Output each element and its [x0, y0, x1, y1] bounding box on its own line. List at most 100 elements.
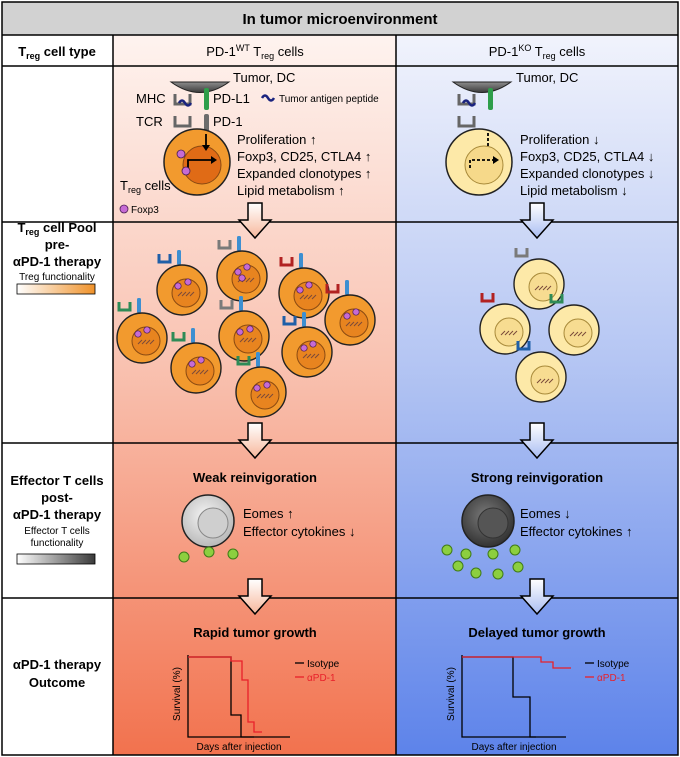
treg-functionality-gradient	[16, 283, 96, 295]
ko-mhc-molecule	[457, 94, 476, 106]
foxp3-dot	[184, 278, 192, 286]
ko-reinvigoration-title: Strong reinvigoration	[471, 470, 603, 485]
ko-plot-ylabel: Survival (%)	[446, 667, 457, 721]
ko-effector-nucleus	[477, 507, 509, 539]
wt-signal-arrowhead	[202, 145, 210, 151]
foxp3-legend-label: Foxp3	[131, 205, 159, 216]
effector-functionality-label1: Effector T cells	[24, 526, 90, 537]
effector-row-label-line1: Effector T cells	[10, 473, 103, 488]
wt-tcr-molecule	[173, 116, 192, 128]
outcome-row-label-line1: αPD-1 therapy	[13, 657, 102, 672]
wt-down-arrow-1	[237, 202, 273, 240]
foxp3-dot	[300, 344, 308, 352]
ko-plot-xlabel: Days after injection	[471, 742, 556, 753]
dna-strand	[299, 294, 317, 300]
wt-effect-clonotypes: Expanded clonotypes ↑	[237, 166, 371, 181]
wt-down-arrow-2	[237, 422, 273, 460]
ko-effect-clonotypes: Expanded clonotypes ↓	[520, 166, 654, 181]
ko-cytokine-dot	[487, 548, 499, 560]
dna-strand	[534, 285, 552, 291]
tcr-molecule	[325, 284, 340, 294]
wt-pd1-label: PD-1	[213, 114, 243, 129]
tcr-molecule	[219, 300, 234, 310]
wt-pool-treg-cell	[116, 298, 168, 364]
ko-antigen-peptide	[461, 99, 477, 107]
pd1-receptor	[177, 250, 181, 265]
tcr-molecule	[217, 240, 232, 250]
ko-pdl1-bar	[488, 88, 493, 110]
header-title: In tumor microenvironment	[242, 11, 437, 28]
ko-treg-pool	[479, 248, 600, 403]
ko-legend-apd1: αPD-1	[597, 673, 626, 684]
wt-reinvigoration-title: Weak reinvigoration	[193, 470, 317, 485]
wt-effect-proliferation: Proliferation ↑	[237, 132, 316, 147]
pd1-receptor	[137, 298, 141, 313]
wt-cytokine-dot	[178, 551, 190, 563]
effector-functionality-label2: functionality	[31, 538, 84, 549]
ko-outcome-title: Delayed tumor growth	[468, 625, 605, 640]
effector-row-label-line3: αPD-1 therapy	[13, 507, 102, 522]
ko-cytokine-dot	[441, 544, 453, 556]
effector-functionality-gradient	[16, 553, 96, 565]
wt-pool-treg-cell	[218, 296, 270, 362]
tcr-molecule	[516, 341, 531, 351]
tcr-molecule	[117, 302, 132, 312]
ko-transcription-arrowhead	[493, 156, 499, 164]
wt-cytokine-dot	[227, 548, 239, 560]
ko-pool-treg-cell	[515, 341, 567, 403]
ko-cytokine-dot	[509, 544, 521, 556]
pool-row-label-line1: Treg cell Pool	[17, 220, 96, 237]
dna-strand	[191, 369, 209, 375]
ko-effect-proliferation: Proliferation ↓	[520, 132, 599, 147]
ko-marker-eomes: Eomes ↓	[520, 506, 571, 521]
wt-transcription-arrow	[187, 159, 213, 168]
foxp3-dot	[343, 312, 351, 320]
ko-transcription-arrow	[469, 159, 494, 168]
wt-plot-ylabel: Survival (%)	[172, 667, 183, 721]
dna-strand	[569, 331, 587, 337]
treg-functionality-label: Treg functionality	[19, 272, 95, 283]
foxp3-dot	[309, 340, 317, 348]
pd1-receptor	[345, 280, 349, 295]
effector-row-label-line2: post-	[41, 490, 73, 505]
treg-cell-nucleus	[494, 317, 524, 347]
antigen-legend-icon	[260, 94, 276, 102]
ko-curve-apd1	[462, 656, 571, 669]
ko-cytokine-dot	[452, 560, 464, 572]
wt-cytokine-dots	[178, 546, 239, 563]
ko-pool-treg-cell	[548, 294, 600, 356]
wt-treg-label: Treg cells	[120, 178, 171, 195]
wt-pool-treg-cell	[324, 280, 376, 346]
pd1-receptor	[237, 236, 241, 251]
ko-down-arrow-3	[519, 578, 555, 616]
wt-pool-treg-cell	[156, 250, 208, 316]
header-bar	[2, 2, 678, 35]
wt-curve-apd1	[188, 656, 262, 733]
wt-mhc-label: MHC	[136, 91, 166, 106]
antigen-legend-label: Tumor antigen peptide	[279, 94, 379, 105]
ko-down-arrow-1	[519, 202, 555, 240]
foxp3-dot	[263, 381, 271, 389]
foxp3-dot	[246, 325, 254, 333]
wt-tcr-label: TCR	[136, 114, 163, 129]
treg-cell-nucleus	[563, 318, 593, 348]
ko-cytokine-dot	[460, 548, 472, 560]
wt-foxp3-dot	[176, 149, 186, 159]
tcr-molecule	[480, 293, 495, 303]
wt-marker-eomes: Eomes ↑	[243, 506, 294, 521]
wt-legend-isotype: Isotype	[307, 659, 340, 670]
pool-row-label-line3: αPD-1 therapy	[13, 254, 102, 269]
wt-treg-pool	[116, 236, 376, 418]
ko-cytokine-dot	[492, 568, 504, 580]
dna-strand	[256, 393, 274, 399]
pd1-receptor	[299, 253, 303, 268]
wt-legend-apd1: αPD-1	[307, 673, 336, 684]
ko-effect-foxp3: Foxp3, CD25, CTLA4 ↓	[520, 149, 654, 164]
tcr-molecule	[282, 316, 297, 326]
ko-treg-nucleus	[464, 145, 504, 185]
ko-cytokine-dot	[470, 567, 482, 579]
tcr-molecule	[514, 248, 529, 258]
wt-pool-treg-cell	[235, 352, 287, 418]
